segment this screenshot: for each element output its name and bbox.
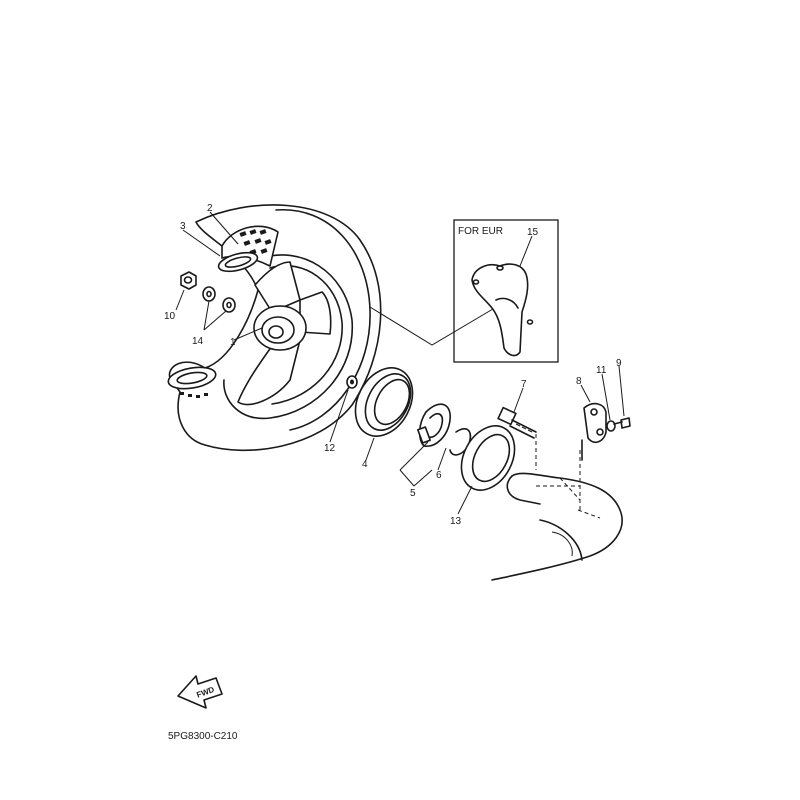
- inset-title: FOR EUR: [458, 226, 503, 237]
- axle-bolt: [497, 406, 537, 439]
- bracket-parts: [581, 402, 631, 461]
- callout-labels: 2 3 10 14 1 12 4 5 6 13 7 8 11 9 15 FOR …: [164, 203, 622, 527]
- callout-1: 1: [230, 337, 236, 348]
- callout-10: 10: [164, 311, 176, 322]
- callout-2: 2: [207, 203, 213, 214]
- callout-9: 9: [616, 358, 622, 369]
- callout-13: 13: [450, 516, 462, 527]
- callout-14: 14: [192, 336, 204, 347]
- part-code: 5PG8300-C210: [168, 731, 238, 742]
- callout-7: 7: [521, 379, 527, 390]
- callout-11: 11: [596, 365, 607, 376]
- callout-6: 6: [436, 470, 442, 481]
- rear-wheel-assembly: [167, 204, 382, 452]
- engine-casing: [491, 472, 623, 581]
- fwd-arrow-icon: FWD: [177, 675, 223, 709]
- assembly-lines: [369, 305, 581, 510]
- brake-parts: [346, 367, 516, 491]
- callout-15: 15: [527, 227, 539, 238]
- leader-lines: [175, 211, 625, 515]
- nut-and-washers: [180, 271, 236, 313]
- callout-8: 8: [576, 376, 582, 387]
- callout-4: 4: [362, 459, 368, 470]
- callout-12: 12: [324, 443, 336, 454]
- callout-5: 5: [410, 488, 416, 499]
- callout-3: 3: [180, 221, 186, 232]
- inset-box: [453, 219, 559, 363]
